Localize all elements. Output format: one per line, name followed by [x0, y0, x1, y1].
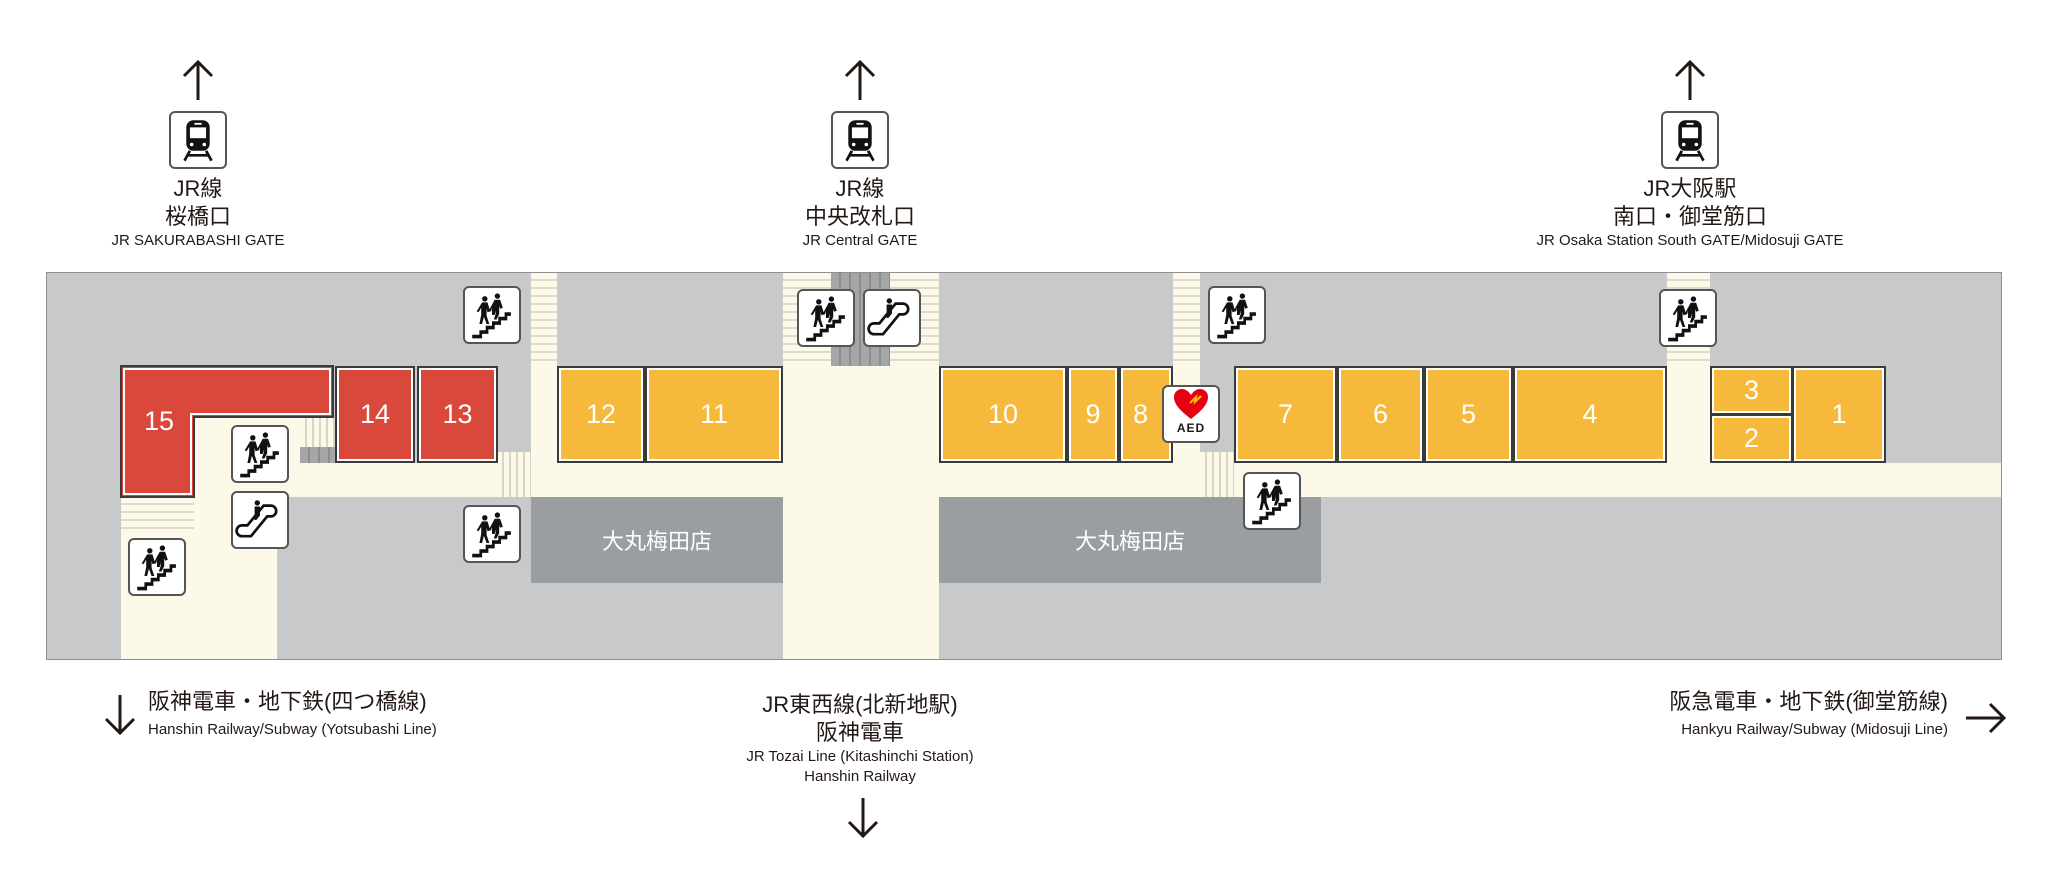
shop-number: 15: [144, 406, 174, 436]
shop-1[interactable]: 1: [1792, 366, 1886, 463]
gate-jp-line2: 中央改札口: [804, 204, 915, 229]
stairs-icon: [463, 286, 521, 344]
train-icon: [1661, 111, 1719, 169]
shop-2[interactable]: 2: [1710, 414, 1793, 463]
stairs-icon: [1659, 289, 1717, 347]
stairs-icon: [463, 505, 521, 563]
gate-jp-line1: JR線: [835, 176, 885, 201]
aed-label: AED: [1176, 421, 1206, 435]
shop-10[interactable]: 10: [939, 366, 1067, 463]
shop-11[interactable]: 11: [645, 366, 783, 463]
arrow-down-icon: [100, 693, 140, 737]
gate-jp-line1: JR大阪駅: [1643, 176, 1737, 201]
exit-en: Hankyu Railway/Subway (Midosuji Line): [1681, 721, 1948, 738]
gate-jp-line2: 南口・御堂筋口: [1612, 204, 1767, 229]
shop-6[interactable]: 6: [1337, 366, 1424, 463]
central-corridor: [783, 366, 939, 659]
gate-en: JR Central GATE: [802, 232, 918, 249]
stairs-icon: [1243, 472, 1301, 530]
stairs-icon: [797, 289, 855, 347]
shop-5[interactable]: 5: [1424, 366, 1513, 463]
corridor-north-west: [531, 366, 557, 497]
shop-12[interactable]: 12: [557, 366, 645, 463]
aed-icon: AED: [1162, 385, 1220, 443]
exit-en-line1: JR Tozai Line (Kitashinchi Station): [746, 748, 974, 765]
shop-14[interactable]: 14: [335, 366, 415, 463]
gate-en: JR SAKURABASHI GATE: [111, 232, 285, 249]
stairs-marking: [497, 452, 531, 497]
shop-9[interactable]: 9: [1067, 366, 1119, 463]
shop-13[interactable]: 13: [417, 366, 498, 463]
stairs-marking: [531, 273, 557, 366]
exit-jp-line2: 阪神電車: [815, 720, 904, 745]
escalator-icon: [231, 491, 289, 549]
stairs-icon: [231, 425, 289, 483]
heart-icon: [1174, 389, 1208, 419]
shop-15[interactable]: 15: [119, 364, 337, 500]
stairs-marking: [1173, 273, 1200, 366]
gate-jp-line2: 桜橋口: [164, 204, 231, 229]
stairs-icon: [128, 538, 186, 596]
shop-7[interactable]: 7: [1234, 366, 1337, 463]
gate-en: JR Osaka Station South GATE/Midosuji GAT…: [1536, 232, 1844, 249]
exit-en: Hanshin Railway/Subway (Yotsubashi Line): [148, 721, 437, 738]
arrow-up-icon: [178, 58, 218, 102]
escalator-marking: [300, 447, 335, 463]
corridor-east: [1667, 366, 1710, 463]
exit-jp-line1: JR東西線(北新地駅): [762, 692, 958, 717]
arrow-right-icon: [1964, 698, 2008, 738]
shop-3[interactable]: 3: [1710, 366, 1793, 415]
stairs-marking: [1200, 452, 1234, 497]
arrow-up-icon: [840, 58, 880, 102]
exit-en-line2: Hanshin Railway: [804, 768, 916, 785]
arrow-up-icon: [1670, 58, 1710, 102]
daimaru-west[interactable]: 大丸梅田店: [531, 497, 783, 583]
train-icon: [169, 111, 227, 169]
escalator-icon: [863, 289, 921, 347]
arrow-down-icon: [843, 796, 883, 840]
train-icon: [831, 111, 889, 169]
exit-jp: 阪急電車・地下鉄(御堂筋線): [1669, 689, 1948, 714]
exit-jp: 阪神電車・地下鉄(四つ橋線): [148, 689, 427, 714]
shop-4[interactable]: 4: [1513, 366, 1667, 463]
stairs-marking: [300, 417, 335, 447]
main-corridor: [194, 463, 2001, 497]
stairs-marking: [121, 497, 194, 530]
stairs-icon: [1208, 286, 1266, 344]
gate-jp-line1: JR線: [173, 176, 223, 201]
